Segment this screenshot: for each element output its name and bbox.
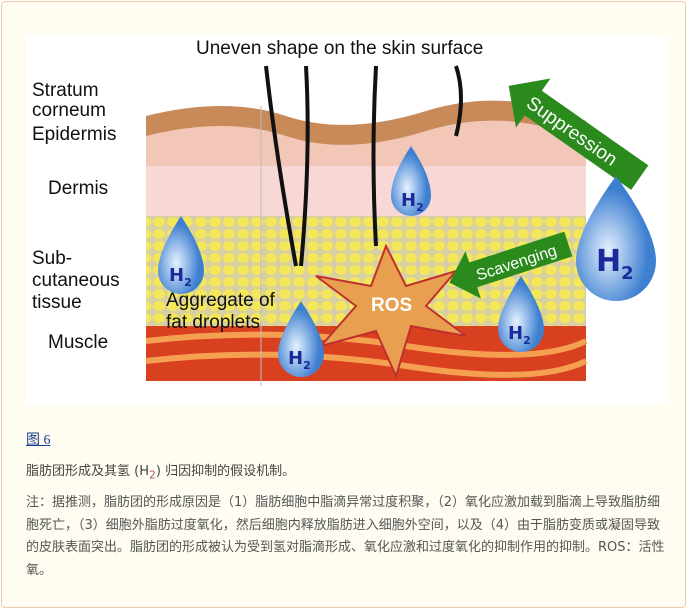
svg-text:H2: H2: [596, 244, 634, 284]
svg-text:H2: H2: [288, 348, 311, 372]
label-aggregate-2: fat droplets: [166, 312, 260, 333]
figure-6-link[interactable]: 图 6: [26, 433, 51, 448]
label-aggregate-1: Aggregate of: [166, 290, 276, 311]
svg-text:H2: H2: [508, 323, 531, 347]
label-muscle: Muscle: [48, 332, 108, 353]
label-top: Uneven shape on the skin surface: [196, 38, 483, 59]
h2-drop-icon: H2: [158, 216, 204, 294]
ros-label: ROS: [371, 295, 412, 316]
svg-text:H2: H2: [169, 265, 192, 289]
svg-text:H2: H2: [401, 190, 424, 214]
h2-drop-icon: H2: [391, 146, 431, 216]
label-sub-1: Sub-: [32, 248, 72, 269]
h2-drop-large-icon: H2: [576, 176, 656, 301]
figure-note: 注：据推测，脂肪团的形成原因是（1）脂肪细胞中脂滴异常过度积聚，（2）氧化应激加…: [26, 495, 665, 578]
label-sub-2: cutaneous: [32, 270, 120, 291]
label-stratum-1: Stratum: [32, 80, 99, 101]
figure-caption: 脂肪团形成及其氢 (H2) 归因抑制的假设机制。: [26, 464, 296, 482]
h2-drop-icon: H2: [498, 276, 544, 352]
label-stratum-2: corneum: [32, 100, 106, 121]
label-epidermis: Epidermis: [32, 124, 116, 145]
label-dermis: Dermis: [48, 178, 108, 199]
h2-drop-icon: H2: [278, 301, 324, 377]
skin-diagram: ROS Uneven shape on the skin surface Str…: [26, 36, 668, 404]
label-sub-3: tissue: [32, 292, 82, 313]
